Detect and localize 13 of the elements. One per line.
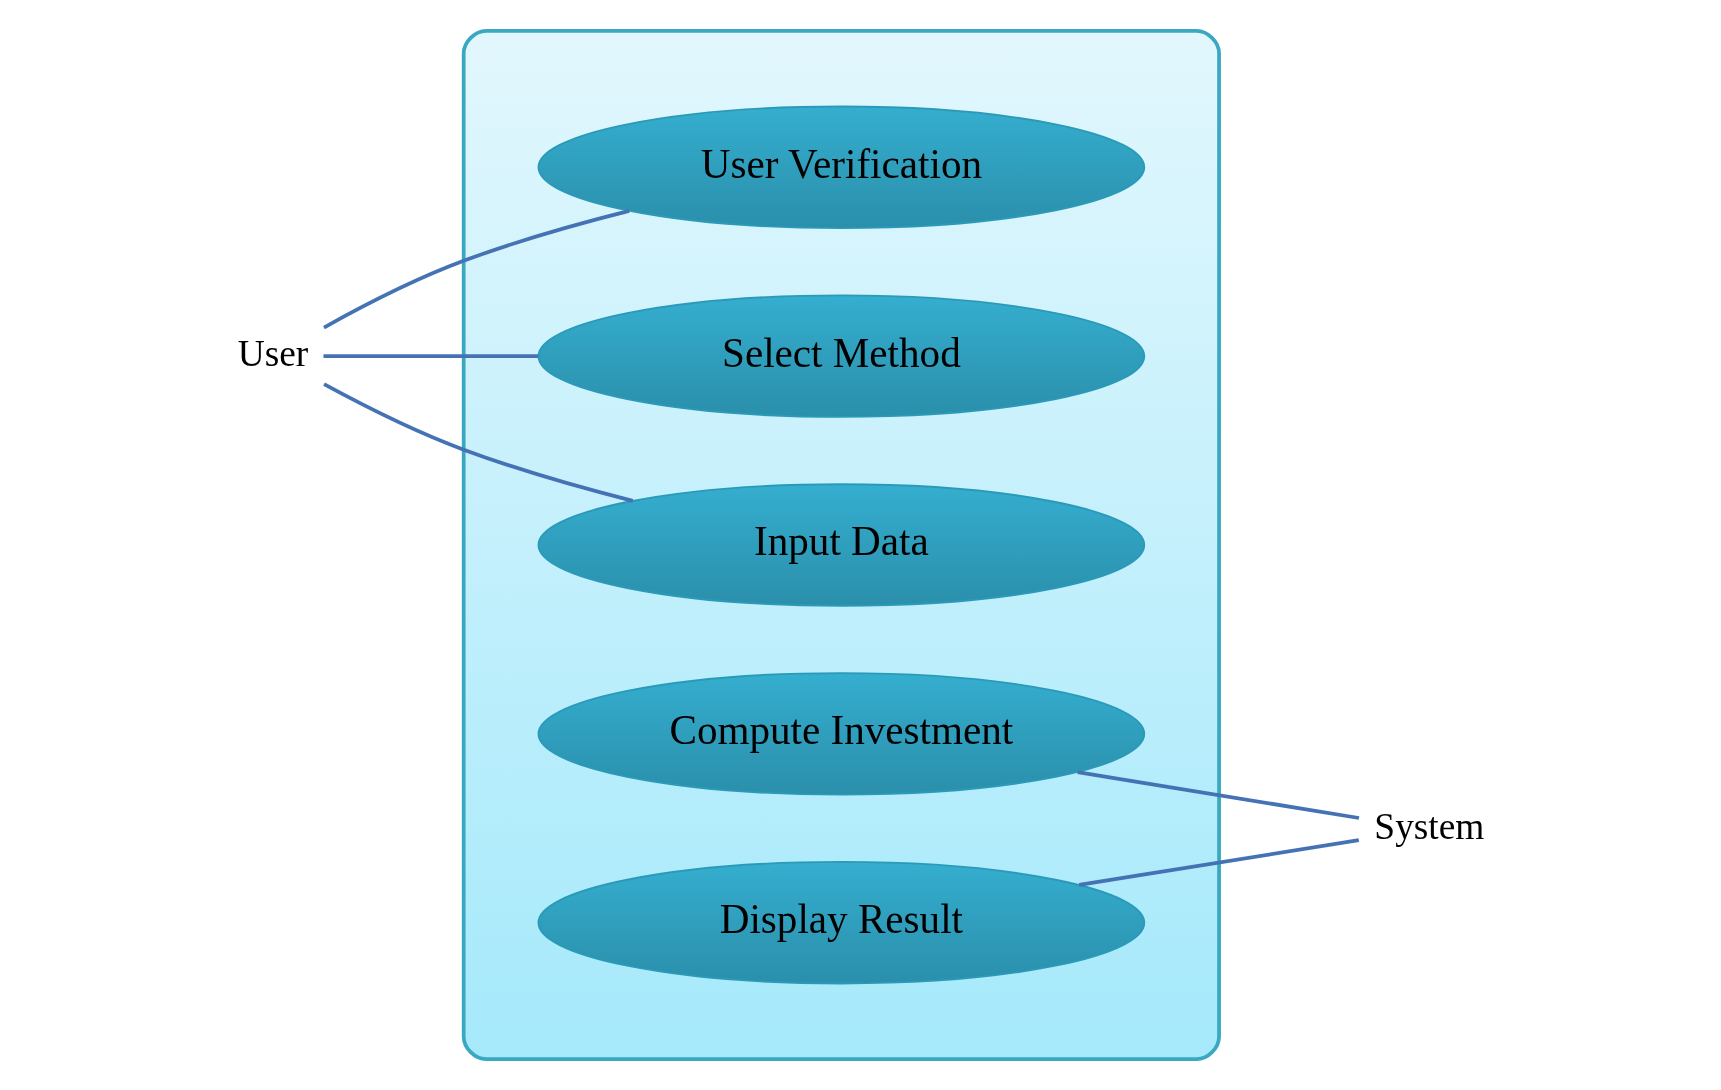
- node-text: User: [237, 332, 308, 374]
- node-ellipse: User Verification: [537, 105, 1145, 229]
- node-ellipse: Display Result: [537, 861, 1145, 985]
- connector: [322, 209, 630, 330]
- cluster: [461, 28, 1221, 1062]
- node-ellipse: Input Data: [537, 483, 1145, 607]
- node-text: System: [1373, 805, 1484, 847]
- connector: [1076, 770, 1359, 820]
- connector: [322, 382, 633, 503]
- connector: [1078, 838, 1359, 887]
- node-ellipse: Select Method: [537, 294, 1145, 418]
- connector: [322, 354, 538, 358]
- node-ellipse: Compute Investment: [537, 672, 1145, 796]
